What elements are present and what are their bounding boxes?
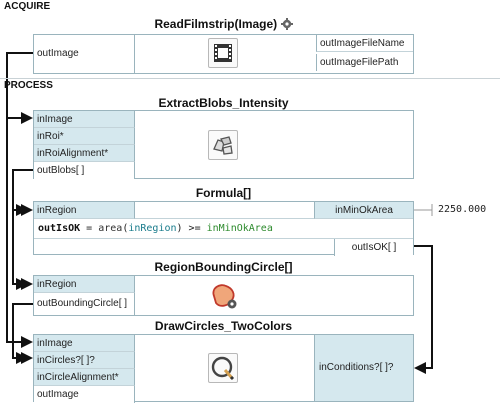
block-formula[interactable]: inRegion inMinOkArea outIsOK = area(inRe… bbox=[33, 201, 414, 256]
section-process-label: PROCESS bbox=[4, 80, 53, 91]
port-outblobs[interactable]: outBlobs[ ] bbox=[34, 162, 135, 179]
formula-equals: = bbox=[80, 223, 99, 234]
block-title-boundingcircle[interactable]: RegionBoundingCircle[] bbox=[154, 260, 293, 274]
port-inroi[interactable]: inRoi* bbox=[34, 128, 135, 145]
port-inimage[interactable]: inImage bbox=[34, 111, 135, 128]
block-readfilmstrip[interactable]: outImage outImageFileName outImageFilePa… bbox=[33, 34, 414, 74]
block-title-formula[interactable]: Formula[] bbox=[195, 186, 252, 200]
port-outboundingcircle[interactable]: outBoundingCircle[ ] bbox=[34, 293, 135, 315]
wire-outisok-to-inconditions bbox=[414, 245, 433, 374]
port-inimage-draw[interactable]: inImage bbox=[34, 335, 135, 352]
blobs-icon bbox=[208, 130, 238, 160]
port-inconditions[interactable]: inConditions?[ ]? bbox=[314, 335, 413, 401]
formula-operator: ) >= bbox=[176, 223, 207, 234]
wire-outblobs-to-formula bbox=[12, 169, 33, 216]
port-outimagefilename[interactable]: outImageFileName bbox=[316, 35, 413, 52]
port-inregion[interactable]: inRegion bbox=[34, 202, 135, 219]
section-acquire-label: ACQUIRE bbox=[4, 1, 51, 12]
port-incircles[interactable]: inCircles?[ ]? bbox=[34, 352, 135, 369]
wire-boundingcircle-to-incircles bbox=[12, 303, 33, 364]
port-inroialignment[interactable]: inRoiAlignment* bbox=[34, 145, 135, 162]
wire-outimage-to-draw-inimage bbox=[6, 118, 33, 348]
formula-function: area bbox=[98, 223, 123, 234]
section-divider bbox=[0, 78, 500, 79]
port-outimage-draw[interactable]: outImage bbox=[34, 386, 135, 403]
formula-expression[interactable]: outIsOK = area(inRegion) >= inMinOkArea bbox=[34, 219, 413, 239]
block-title-extractblobs[interactable]: ExtractBlobs_Intensity bbox=[158, 96, 289, 110]
port-incirclealignment[interactable]: inCircleAlignment* bbox=[34, 369, 135, 386]
draw-circle-icon bbox=[208, 353, 238, 383]
formula-arg: inRegion bbox=[128, 223, 177, 234]
port-inregion-circle[interactable]: inRegion bbox=[34, 276, 135, 293]
inminokarea-value[interactable]: 2250.000 bbox=[438, 204, 487, 215]
bounding-circle-icon bbox=[208, 280, 238, 310]
block-title-drawcircles[interactable]: DrawCircles_TwoColors bbox=[154, 319, 293, 333]
readfilmstrip-title-text: ReadFilmstrip(Image) bbox=[154, 17, 278, 31]
port-outisok[interactable]: outIsOK[ ] bbox=[334, 239, 413, 256]
formula-header-spacer bbox=[135, 202, 314, 219]
formula-threshold-var: inMinOkArea bbox=[206, 223, 273, 234]
formula-output-var: outIsOK bbox=[38, 223, 81, 234]
block-boundingcircle[interactable]: inRegion outBoundingCircle[ ] bbox=[33, 275, 414, 316]
wire-outblobs-to-boundingcircle bbox=[12, 210, 33, 290]
film-icon bbox=[208, 38, 238, 68]
formula-paren: ( bbox=[122, 223, 129, 234]
port-inminokarea[interactable]: inMinOkArea bbox=[314, 202, 413, 219]
wire-outimage-to-inimage bbox=[6, 52, 33, 124]
gear-icon[interactable] bbox=[280, 18, 293, 33]
port-outimagefilepath[interactable]: outImageFilePath bbox=[316, 54, 413, 71]
block-extractblobs[interactable]: inImage inRoi* inRoiAlignment* outBlobs[… bbox=[33, 110, 414, 179]
port-outimage[interactable]: outImage bbox=[34, 35, 135, 73]
block-drawcircles[interactable]: inImage inCircles?[ ]? inCircleAlignment… bbox=[33, 334, 414, 403]
block-title-readfilmstrip[interactable]: ReadFilmstrip(Image) bbox=[33, 17, 414, 33]
